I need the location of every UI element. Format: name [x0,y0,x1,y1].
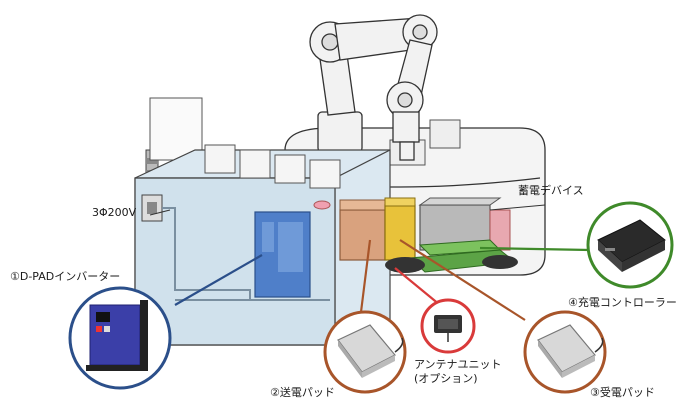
tx-pad-inset [323,310,407,394]
antenna-inset [420,298,476,354]
tx-pad-label: ②送電パッド [270,386,335,399]
rx-pad-inset [523,310,607,394]
rx-pad-device [384,197,416,261]
charging-controller-board [408,239,517,273]
inverter-label: ①D-PADインバーター [10,270,121,283]
controller-inset [586,201,674,289]
antenna-label-line2: (オプション) [414,372,478,385]
rx-pad-label: ③受電パッド [590,386,655,399]
robot-arm [309,14,438,161]
robot-wheels [385,255,518,273]
tx-pad-device [339,199,386,261]
inverter-inset [68,286,172,390]
antenna-label-line1: アンテナユニット [414,358,502,371]
power-input-label: 3Φ200V [92,206,137,219]
inverter-unit [254,211,311,298]
storage-device-label: 蓄電デバイス [518,184,584,197]
controller-label: ④充電コントローラー [568,296,677,309]
leader-lines [149,204,591,321]
